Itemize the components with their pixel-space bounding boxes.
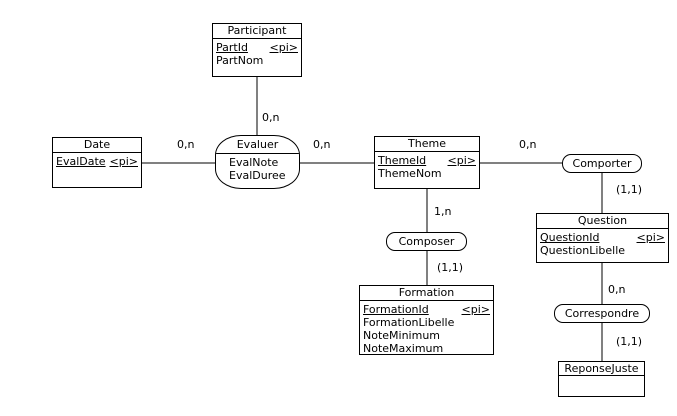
primary-identifier-tag: <pi>: [636, 231, 665, 244]
attribute-row: ThemeNom: [378, 167, 476, 180]
attribute-row: EvalDuree: [229, 169, 286, 182]
attribute-row: ThemeId <pi>: [378, 154, 476, 167]
entity-participant[interactable]: Participant PartId <pi> PartNom: [212, 23, 302, 77]
attribute-row: QuestionLibelle: [540, 244, 665, 257]
entity-formation[interactable]: Formation FormationId <pi> FormationLibe…: [359, 285, 494, 355]
attribute-name: FormationLibelle: [363, 316, 455, 329]
primary-identifier-tag: <pi>: [269, 41, 298, 54]
cardinality-correspondre-reponsejuste: (1,1): [616, 335, 643, 348]
relationship-evaluer[interactable]: Evaluer EvalNote EvalDuree: [215, 135, 300, 189]
entity-title: Theme: [375, 137, 479, 152]
entity-attribute-list: [559, 376, 644, 378]
attribute-name: PartId: [216, 41, 248, 54]
entity-attribute-list: ThemeId <pi> ThemeNom: [375, 152, 479, 180]
attribute-row: QuestionId <pi>: [540, 231, 665, 244]
attribute-row: NoteMaximum: [363, 342, 490, 355]
cardinality-question-correspondre: 0,n: [608, 283, 626, 296]
attribute-row: PartNom: [216, 54, 298, 67]
attribute-row: PartId <pi>: [216, 41, 298, 54]
entity-attribute-list: FormationId <pi> FormationLibelle NoteMi…: [360, 301, 493, 355]
attribute-row: EvalNote: [229, 156, 279, 169]
entity-title: Date: [53, 138, 141, 153]
relationship-comporter[interactable]: Comporter: [562, 154, 642, 173]
entity-theme[interactable]: Theme ThemeId <pi> ThemeNom: [374, 136, 480, 189]
attribute-row: NoteMinimum: [363, 329, 490, 342]
attribute-row: FormationId <pi>: [363, 303, 490, 316]
relationship-attribute-list: EvalNote EvalDuree: [216, 154, 299, 182]
primary-identifier-tag: <pi>: [109, 155, 138, 168]
attribute-name: NoteMaximum: [363, 342, 444, 355]
relationship-composer[interactable]: Composer: [386, 232, 467, 251]
entity-question[interactable]: Question QuestionId <pi> QuestionLibelle: [536, 213, 669, 263]
cardinality-participant-evaluer: 0,n: [262, 111, 280, 124]
relationship-title: Composer: [398, 235, 455, 248]
entity-title: Formation: [360, 286, 493, 301]
cardinality-theme-comporter: 0,n: [519, 138, 537, 151]
primary-identifier-tag: <pi>: [447, 154, 476, 167]
cardinality-comporter-question: (1,1): [616, 183, 643, 196]
cardinality-theme-composer: 1,n: [434, 205, 452, 218]
relationship-title: Correspondre: [564, 307, 640, 320]
attribute-name: ThemeNom: [378, 167, 442, 180]
attribute-row: FormationLibelle: [363, 316, 490, 329]
attribute-name: NoteMinimum: [363, 329, 441, 342]
attribute-name: PartNom: [216, 54, 264, 67]
cardinality-composer-formation: (1,1): [437, 261, 464, 274]
entity-attribute-list: EvalDate <pi>: [53, 153, 141, 168]
attribute-name: EvalDate: [56, 155, 106, 168]
entity-date[interactable]: Date EvalDate <pi>: [52, 137, 142, 188]
attribute-name: ThemeId: [378, 154, 427, 167]
attribute-name: FormationId: [363, 303, 429, 316]
attribute-row: EvalDate <pi>: [56, 155, 138, 168]
attribute-name: QuestionLibelle: [540, 244, 626, 257]
primary-identifier-tag: <pi>: [461, 303, 490, 316]
entity-attribute-list: QuestionId <pi> QuestionLibelle: [537, 229, 668, 257]
entity-title: ReponseJuste: [559, 362, 644, 376]
cardinality-evaluer-theme: 0,n: [313, 138, 331, 151]
relationship-title: Evaluer: [216, 136, 299, 154]
cardinality-date-evaluer: 0,n: [177, 138, 195, 151]
entity-attribute-list: PartId <pi> PartNom: [213, 39, 301, 67]
attribute-name: QuestionId: [540, 231, 600, 244]
relationship-correspondre[interactable]: Correspondre: [554, 304, 650, 323]
entity-title: Participant: [213, 24, 301, 39]
entity-reponsejuste[interactable]: ReponseJuste: [558, 361, 645, 397]
relationship-title: Comporter: [572, 157, 632, 170]
entity-title: Question: [537, 214, 668, 229]
